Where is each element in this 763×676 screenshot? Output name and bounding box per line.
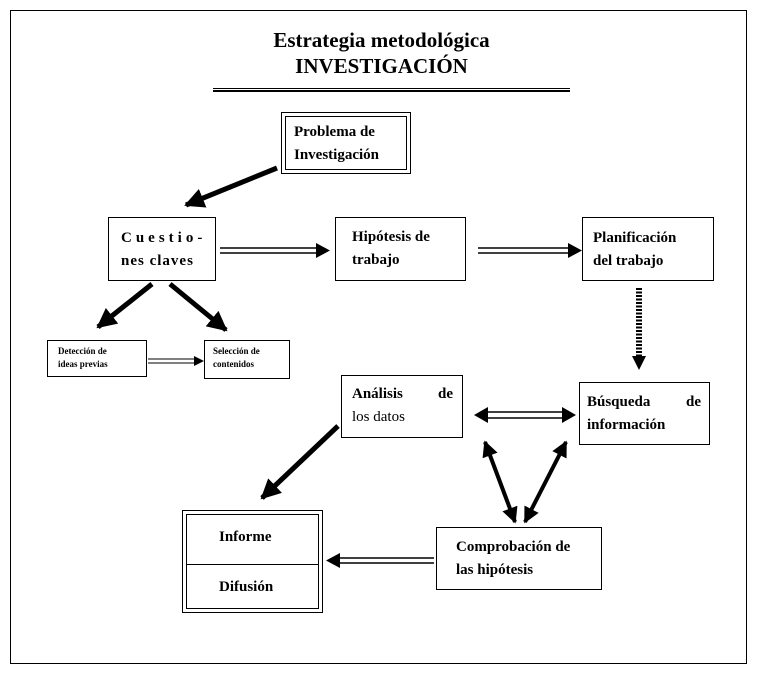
node-deteccion: Detección de ideas previas xyxy=(47,340,147,377)
node-planificacion-line1: Planificación xyxy=(593,230,677,246)
node-problema-line2: Investigación xyxy=(294,147,380,163)
node-difusion-label: Difusión xyxy=(219,579,274,595)
node-informe-difusion: Informe Difusión xyxy=(182,510,323,613)
arrow-analisis-busqueda xyxy=(474,407,576,423)
arrow-comprobacion-informe xyxy=(326,553,434,568)
node-comprobacion-line2: las hipótesis xyxy=(456,562,534,578)
node-comprobacion: Comprobación de las hipótesis xyxy=(436,527,602,590)
node-deteccion-line2: ideas previas xyxy=(58,359,108,369)
arrow-analisis-comprobacion xyxy=(482,440,518,524)
node-informe-label: Informe xyxy=(219,529,272,545)
node-seleccion-line1: Selección de xyxy=(213,346,260,356)
arrow-cuestiones-deteccion xyxy=(96,282,154,329)
node-planificacion: Planificación del trabajo xyxy=(582,217,714,281)
diagram-title: Estrategia metodológica xyxy=(273,28,490,52)
node-hipotesis-line2: trabajo xyxy=(352,252,400,268)
node-cuestiones-line2: nes claves xyxy=(121,253,194,269)
node-problema: Problema de Investigación xyxy=(281,112,411,174)
node-busqueda-line2: información xyxy=(587,417,666,433)
title-underline xyxy=(213,88,570,92)
node-seleccion-line2: contenidos xyxy=(213,359,255,369)
node-hipotesis: Hipótesis de trabajo xyxy=(335,217,466,281)
node-deteccion-line1: Detección de xyxy=(58,346,107,356)
arrow-cuestiones-seleccion xyxy=(168,282,228,332)
diagram-frame xyxy=(10,10,747,664)
node-analisis-line2: los datos xyxy=(352,409,405,425)
arrow-problema-cuestiones xyxy=(184,165,278,208)
arrow-analisis-informe xyxy=(260,424,340,500)
node-busqueda-line1: Búsqueda de xyxy=(587,394,701,410)
node-planificacion-line2: del trabajo xyxy=(593,253,664,269)
arrow-hipotesis-planificacion xyxy=(478,243,582,258)
node-cuestiones-line1: Cuestio- xyxy=(121,230,207,246)
node-hipotesis-line1: Hipótesis de xyxy=(352,229,430,245)
node-cuestiones: Cuestio- nes claves xyxy=(108,217,216,281)
node-seleccion: Selección de contenidos xyxy=(204,340,290,379)
node-problema-line1: Problema de xyxy=(294,124,375,140)
arrow-planificacion-busqueda xyxy=(632,288,646,370)
arrow-cuestiones-hipotesis xyxy=(220,243,330,258)
node-analisis: Análisis de los datos xyxy=(341,375,463,438)
node-analisis-line1: Análisis de xyxy=(352,386,453,402)
arrow-deteccion-seleccion xyxy=(148,356,204,366)
diagram-subtitle: INVESTIGACIÓN xyxy=(295,54,468,78)
node-busqueda: Búsqueda de información xyxy=(579,382,710,445)
arrow-busqueda-comprobacion xyxy=(523,440,568,524)
node-comprobacion-line1: Comprobación de xyxy=(456,539,571,555)
